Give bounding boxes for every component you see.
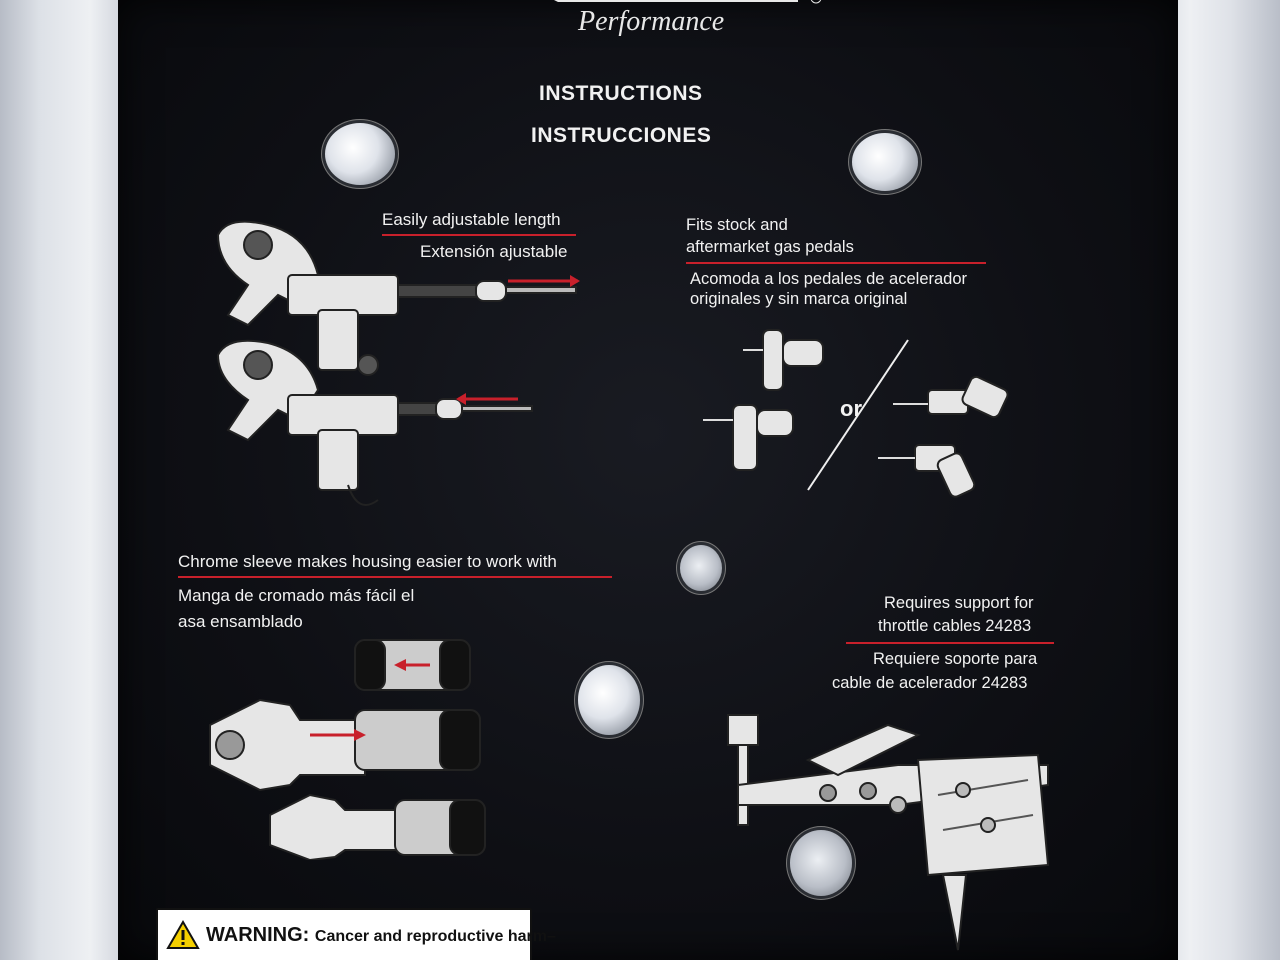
mounting-hole-center [578, 665, 640, 735]
length-text-english: Easily adjustable length [382, 210, 561, 229]
or-label: or [840, 396, 862, 421]
pedals-text-spanish-2: originales y sin marca original [690, 290, 908, 308]
length-underline [382, 234, 576, 236]
warning-heading: WARNING: [206, 924, 310, 946]
warning-triangle-icon [166, 920, 200, 949]
length-text-spanish: Extensión ajustable [420, 242, 568, 261]
pedals-text-spanish-1: Acomoda a los pedales de acelerador [690, 270, 968, 288]
warning-text-line: WARNING: Cancer and reproductive harm– [206, 924, 556, 947]
pedals-text-english-1: Fits stock and [686, 216, 788, 234]
adjustable-length-illustration [216, 220, 580, 506]
title-spanish: INSTRUCCIONES [531, 124, 712, 147]
gas-pedal-types-illustration: or [703, 329, 1009, 498]
title-english: INSTRUCTIONS [539, 82, 703, 105]
sleeve-text-english: Chrome sleeve makes housing easier to wo… [178, 552, 557, 571]
pedals-text-english-2: aftermarket gas pedals [686, 238, 854, 256]
support-text-english-2: throttle cables 24283 [878, 617, 1032, 635]
chrome-sleeve-illustration [209, 639, 486, 860]
warning-message: Cancer and reproductive harm– [314, 928, 556, 945]
support-text-spanish-1: Requiere soporte para [873, 650, 1038, 668]
support-underline [846, 642, 1054, 644]
mounting-hole-top-left [325, 123, 395, 185]
sleeve-text-spanish-1: Manga de cromado más fácil el [178, 586, 415, 605]
cable-support-bracket-illustration [727, 714, 1050, 951]
mounting-hole-bottom-right [790, 830, 852, 896]
pedals-underline [686, 262, 986, 264]
support-text-spanish-2: cable de acelerador 24283 [832, 674, 1028, 692]
instruction-card: Performance INSTRUCTIONS INSTRUCCIONES E… [118, 0, 1178, 960]
sleeve-text-spanish-2: asa ensamblado [178, 612, 303, 631]
support-text-english-1: Requires support for [884, 594, 1034, 612]
brand-logo: Performance [554, 0, 822, 37]
brand-subtitle: Performance [577, 6, 724, 37]
mounting-hole-center-small [680, 545, 722, 591]
mounting-hole-top-right [852, 133, 918, 191]
warning-label: WARNING: Cancer and reproductive harm– [156, 908, 556, 960]
sleeve-underline [178, 576, 612, 578]
